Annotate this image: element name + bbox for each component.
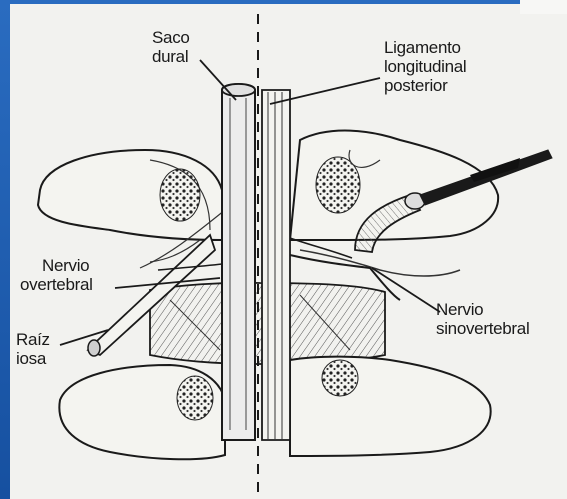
label-saco-dural-line1: Saco: [152, 28, 190, 47]
label-saco-dural-line2: dural: [152, 47, 190, 66]
label-nervio-sinovertebral: Nervio sinovertebral: [436, 300, 529, 338]
posterior-longitudinal-ligament: [262, 90, 290, 440]
label-ligamento-line3: posterior: [384, 76, 466, 95]
dural-sac: [222, 84, 255, 440]
label-ligamento-longitudinal-posterior: Ligamento longitudinal posterior: [384, 38, 466, 95]
label-nervio-vertebral-line2: overtebral: [20, 275, 93, 294]
label-saco-dural: Saco dural: [152, 28, 190, 66]
label-nervio-vertebral-line1: Nervio: [20, 256, 93, 275]
upper-left-transverse-process: [38, 150, 222, 240]
label-raiz: Raíz iosa: [16, 330, 50, 368]
label-raiz-line2: iosa: [16, 349, 50, 368]
label-ligamento-line1: Ligamento: [384, 38, 466, 57]
label-nervio-vertebral: Nervio overtebral: [20, 256, 93, 294]
label-ligamento-line2: longitudinal: [384, 57, 466, 76]
label-nervio-sinovertebral-line2: sinovertebral: [436, 319, 529, 338]
label-raiz-line1: Raíz: [16, 330, 50, 349]
label-nervio-sinovertebral-line1: Nervio: [436, 300, 529, 319]
